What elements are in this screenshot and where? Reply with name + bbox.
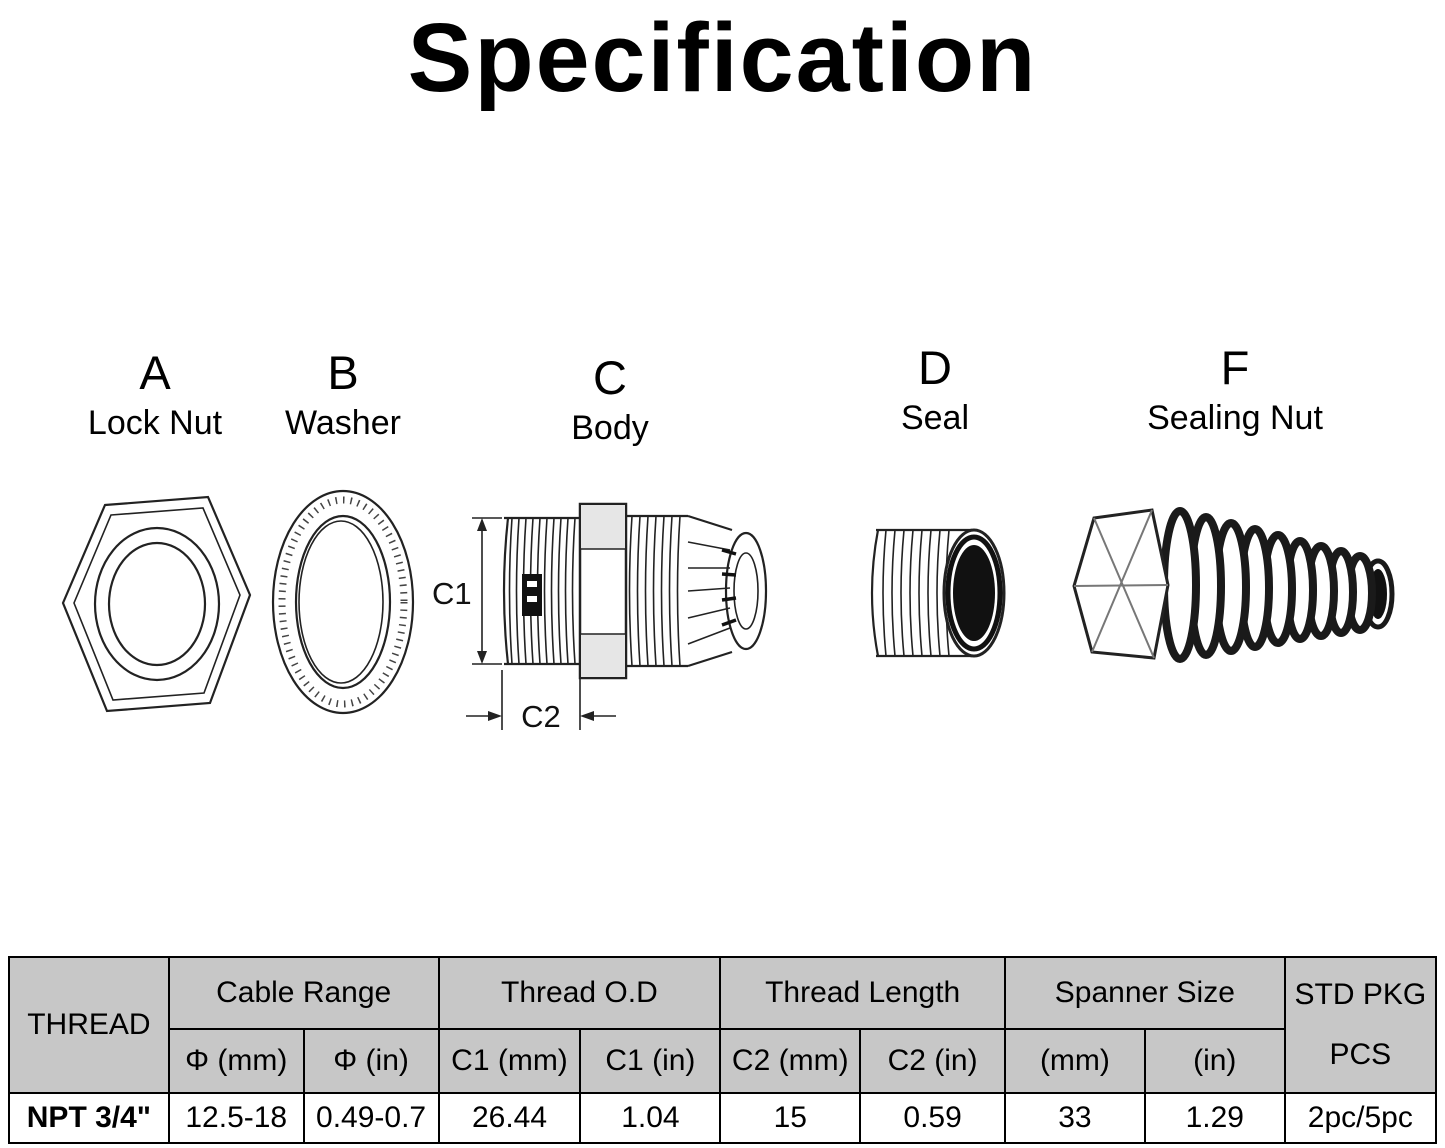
- part-b: B Washer: [258, 345, 428, 720]
- spec-table: THREAD Cable Range Thread O.D Thread Len…: [8, 956, 1438, 1144]
- strain-relief-rings: [1160, 507, 1395, 663]
- table-row: NPT 3/4" 12.5-18 0.49-0.7 26.44 1.04 15 …: [8, 1092, 1438, 1144]
- seal-drawing: [870, 528, 1006, 658]
- body-right-threads: [626, 514, 688, 668]
- sub-header-c2-in: C2 (in): [859, 1028, 1006, 1094]
- body-left-threads: [502, 516, 580, 666]
- sealing-nut-hex: [1072, 508, 1170, 660]
- sub-header-spanner-mm: (mm): [1004, 1028, 1146, 1094]
- sub-header-c2-mm: C2 (mm): [719, 1028, 862, 1094]
- part-a-letter: A: [139, 346, 171, 399]
- sub-header-phi-mm: Φ (mm): [167, 1028, 305, 1094]
- group-header-cable-range: Cable Range: [167, 956, 440, 1030]
- body-drawing: C1: [432, 502, 768, 734]
- cell-thread-od-mm: 26.44: [437, 1092, 582, 1144]
- lock-nut-drawing: [61, 495, 251, 713]
- group-header-spanner-size: Spanner Size: [1004, 956, 1286, 1030]
- page-title: Specification: [407, 3, 1038, 112]
- part-f-name: Sealing Nut: [1147, 399, 1323, 437]
- cell-cable-range-mm: 12.5-18: [167, 1092, 305, 1144]
- sub-header-spanner-in: (in): [1143, 1028, 1286, 1094]
- part-f-letter: F: [1220, 341, 1250, 394]
- std-pkg-line2: PCS: [1329, 1038, 1392, 1071]
- part-d: D Seal: [845, 340, 1025, 668]
- sealing-nut-drawing: [1072, 507, 1395, 663]
- washer-shape: [271, 489, 415, 715]
- washer-drawing: [271, 489, 415, 715]
- group-header-thread-od: Thread O.D: [437, 956, 722, 1030]
- part-a-name: Lock Nut: [87, 404, 223, 442]
- part-b-letter: B: [327, 346, 359, 399]
- cell-thread-size: NPT 3/4": [8, 1092, 170, 1144]
- cell-spanner-in: 1.29: [1143, 1092, 1286, 1144]
- cell-spanner-mm: 33: [1004, 1092, 1146, 1144]
- c1-dimension: C1: [432, 517, 502, 665]
- seal-shape: [870, 528, 1006, 658]
- col-header-thread: THREAD: [8, 956, 170, 1094]
- sub-header-c1-mm: C1 (mm): [437, 1028, 582, 1094]
- group-header-std-pkg: STD PKG PCS: [1283, 956, 1438, 1094]
- lock-nut-shape: [61, 495, 251, 713]
- part-b-name: Washer: [285, 404, 401, 442]
- part-d-name: Seal: [900, 399, 970, 437]
- c1-dimension-label: C1: [432, 576, 472, 611]
- part-a: A Lock Nut: [40, 345, 270, 720]
- pe-marking: [522, 574, 542, 616]
- cell-std-pkg: 2pc/5pc: [1283, 1092, 1438, 1144]
- part-d-letter: D: [918, 341, 952, 394]
- part-c: C Body C1: [430, 350, 790, 743]
- sub-header-c1-in: C1 (in): [579, 1028, 722, 1094]
- cell-thread-length-in: 0.59: [859, 1092, 1006, 1144]
- part-c-name: Body: [571, 409, 649, 447]
- group-header-thread-length: Thread Length: [719, 956, 1006, 1030]
- part-c-letter: C: [593, 351, 627, 404]
- c2-dimension: C2: [466, 670, 616, 734]
- cell-cable-range-in: 0.49-0.7: [302, 1092, 440, 1144]
- sub-header-phi-in: Φ (in): [302, 1028, 440, 1094]
- std-pkg-line1: STD PKG: [1294, 978, 1427, 1011]
- c2-dimension-label: C2: [521, 699, 561, 734]
- cell-thread-od-in: 1.04: [579, 1092, 722, 1144]
- body-hex-collar: [578, 502, 628, 680]
- part-f: F Sealing Nut: [1055, 340, 1415, 680]
- body-collet-fingers: [687, 514, 768, 668]
- cell-thread-length-mm: 15: [719, 1092, 862, 1144]
